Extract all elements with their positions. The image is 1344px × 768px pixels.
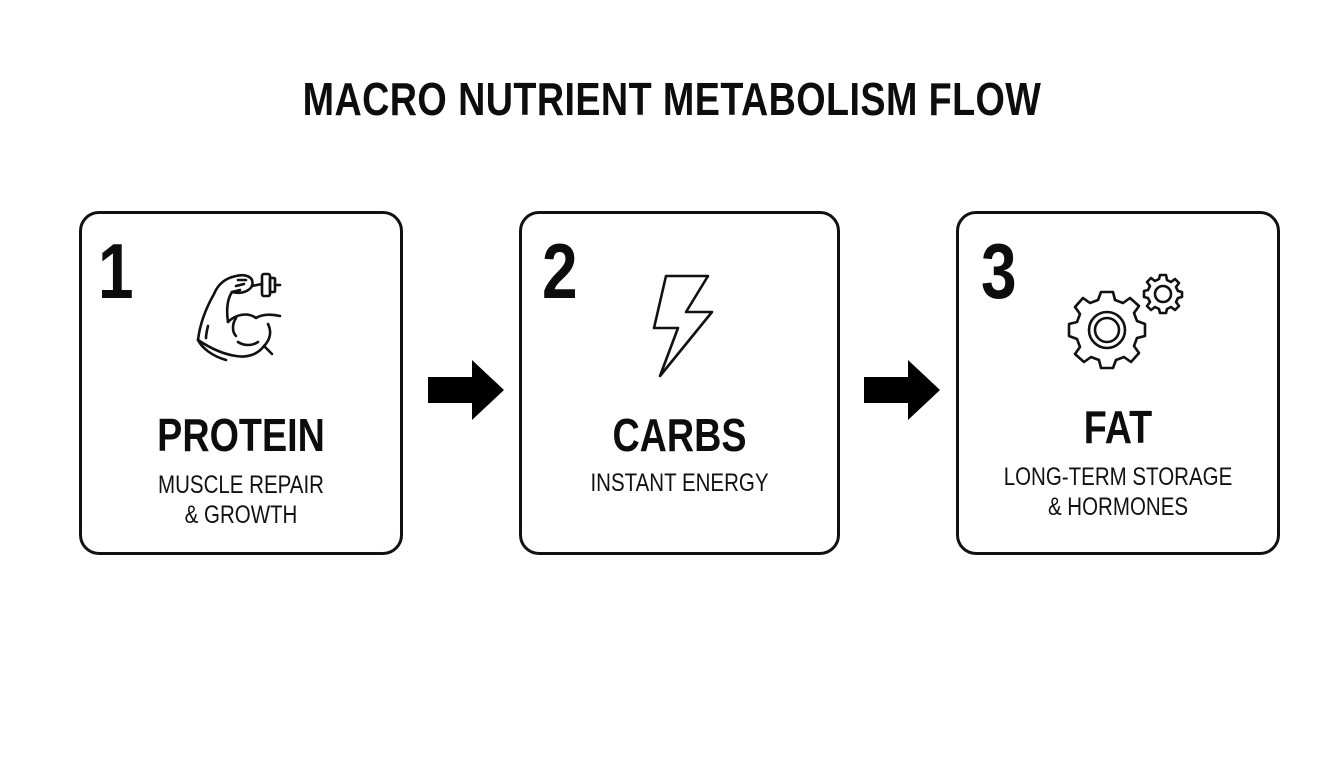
step-description-line1: INSTANT ENERGY [590, 469, 769, 497]
step-card-protein: 1 PROTEIN MUSCLE REPAIR & GROWTH [79, 211, 403, 555]
step-description-line1: LONG-TERM STORAGE [1003, 463, 1233, 491]
lightning-bolt-icon [652, 274, 714, 378]
flexed-bicep-dumbbell-icon [196, 272, 282, 362]
step-label: FAT [1083, 401, 1153, 453]
step-number: 3 [981, 227, 1017, 315]
arrow-right-icon [428, 360, 504, 420]
arrow-right-icon [864, 360, 940, 420]
step-card-carbs: 2 CARBS INSTANT ENERGY [519, 211, 840, 555]
step-number: 2 [542, 227, 578, 315]
step-number: 1 [98, 227, 134, 315]
step-card-fat: 3 FAT LONG-TERM STORAGE & HORMONES [956, 211, 1280, 555]
diagram-title: MACRO NUTRIENT METABOLISM FLOW [302, 73, 1042, 125]
step-label: PROTEIN [157, 409, 325, 461]
gears-icon [1067, 273, 1184, 370]
step-description-line2: & HORMONES [1047, 493, 1189, 521]
step-description-line1: MUSCLE REPAIR [158, 471, 324, 499]
step-description-line2: & GROWTH [184, 501, 298, 529]
step-label: CARBS [612, 409, 747, 461]
